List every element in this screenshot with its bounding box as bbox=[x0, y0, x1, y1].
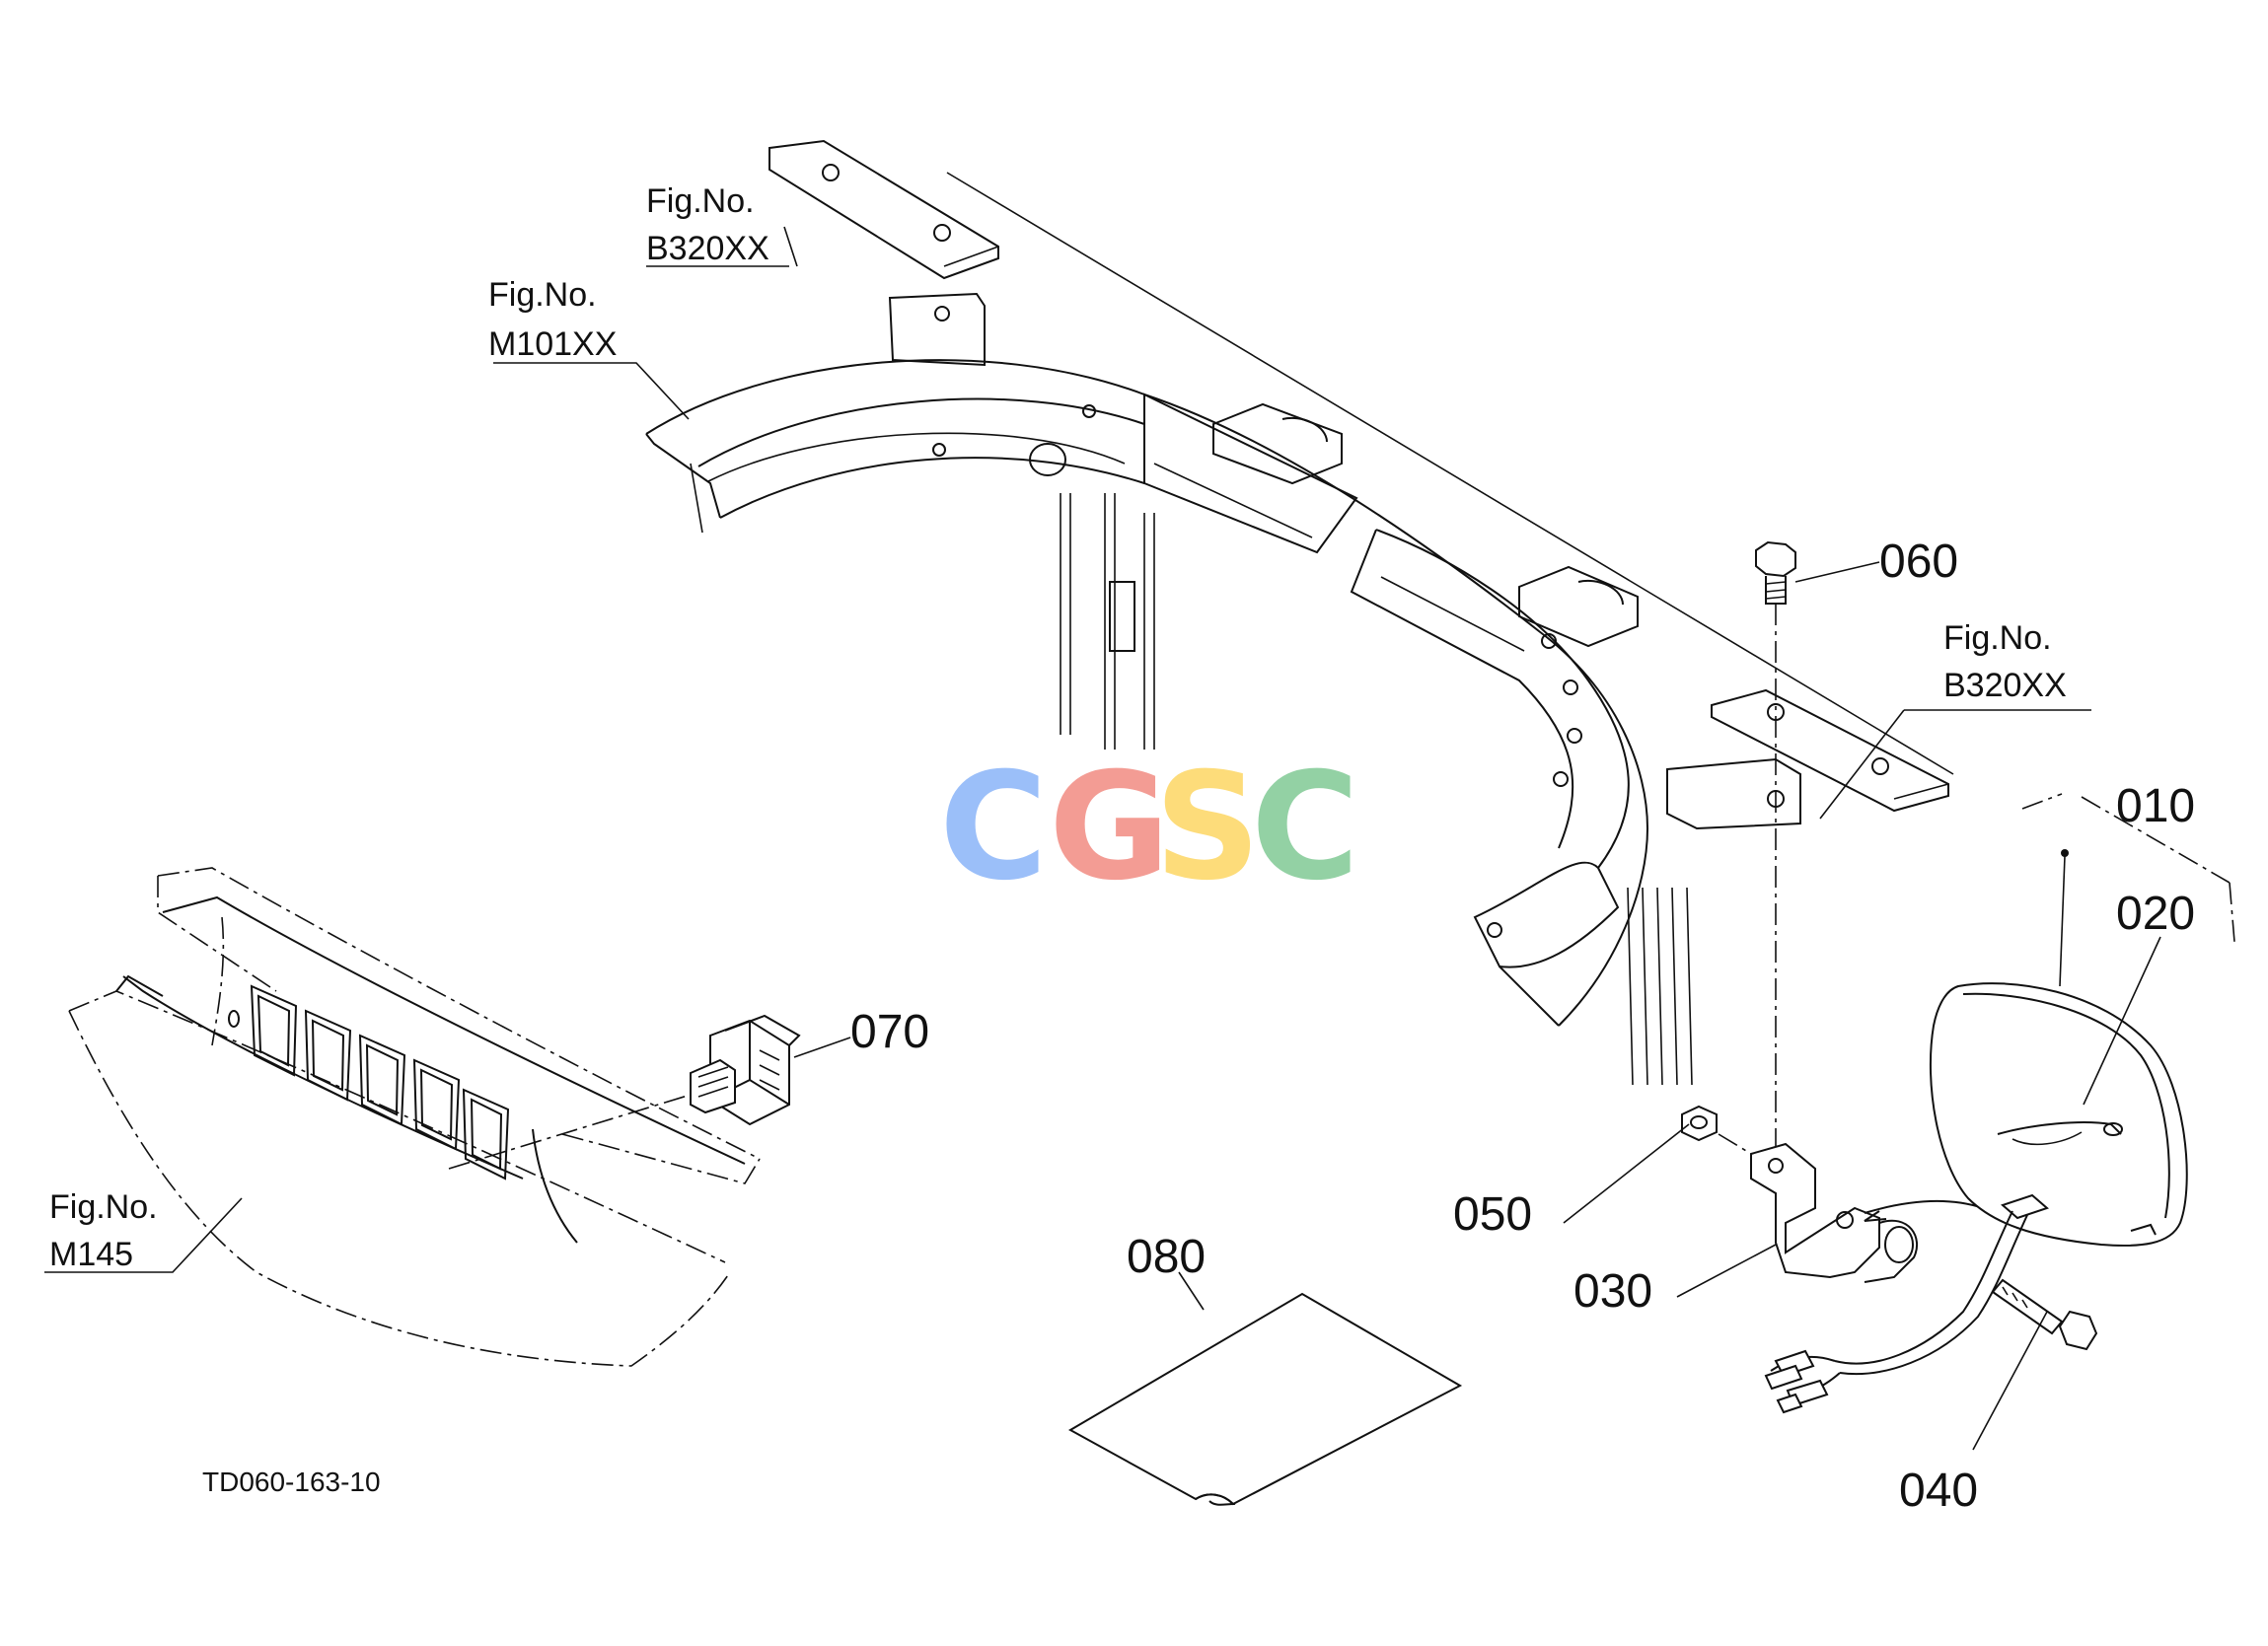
part-label-060: 060 bbox=[1879, 536, 1958, 588]
bolt-040 bbox=[1991, 1278, 2098, 1351]
part-label-050: 050 bbox=[1453, 1188, 1532, 1241]
part-label-070: 070 bbox=[850, 1006, 929, 1058]
part-label-030: 030 bbox=[1573, 1265, 1652, 1318]
watermark-letter-4: C bbox=[1251, 742, 1359, 913]
drawing-code: TD060-163-10 bbox=[202, 1467, 381, 1497]
work-lamp-010 bbox=[1764, 982, 2188, 1414]
frame-assembly bbox=[645, 139, 1954, 1086]
part-labels: 010 020 030 040 050 060 070 080 bbox=[850, 536, 2195, 1517]
watermark-logo: C G S C bbox=[939, 742, 1359, 913]
watermark-letter-3: S bbox=[1154, 742, 1261, 913]
figref-m101-line2: M101XX bbox=[488, 325, 617, 363]
figref-m145-line1: Fig.No. bbox=[49, 1188, 158, 1226]
part-label-080: 080 bbox=[1127, 1231, 1206, 1283]
mounting-plate-right bbox=[1711, 688, 1949, 813]
switch-070 bbox=[690, 1014, 801, 1126]
leader-lines bbox=[44, 226, 2161, 1451]
figref-m145-line2: M145 bbox=[49, 1236, 133, 1273]
dashboard-panel bbox=[68, 867, 761, 1367]
part-label-010: 010 bbox=[2116, 780, 2195, 832]
bracket-030 bbox=[1750, 1142, 1984, 1283]
part-label-020: 020 bbox=[2116, 888, 2195, 940]
figref-m101-line1: Fig.No. bbox=[488, 276, 597, 314]
assembly-bracket-010 bbox=[2021, 793, 2235, 943]
figref-right-b320-line1: Fig.No. bbox=[1943, 619, 2052, 657]
figref-top-b320-line1: Fig.No. bbox=[646, 182, 755, 220]
figref-right-b320-line2: B320XX bbox=[1943, 667, 2067, 704]
watermark-letter-2: G bbox=[1049, 742, 1170, 913]
sheet-080 bbox=[1067, 1292, 1463, 1506]
figref-top-b320-line2: B320XX bbox=[646, 230, 769, 267]
bolt-060 bbox=[1755, 540, 1796, 1154]
figure-references: Fig.No. B320XX Fig.No. M101XX Fig.No. B3… bbox=[49, 182, 2067, 1273]
watermark-letter-1: C bbox=[939, 742, 1048, 913]
part-label-040: 040 bbox=[1899, 1465, 1978, 1517]
